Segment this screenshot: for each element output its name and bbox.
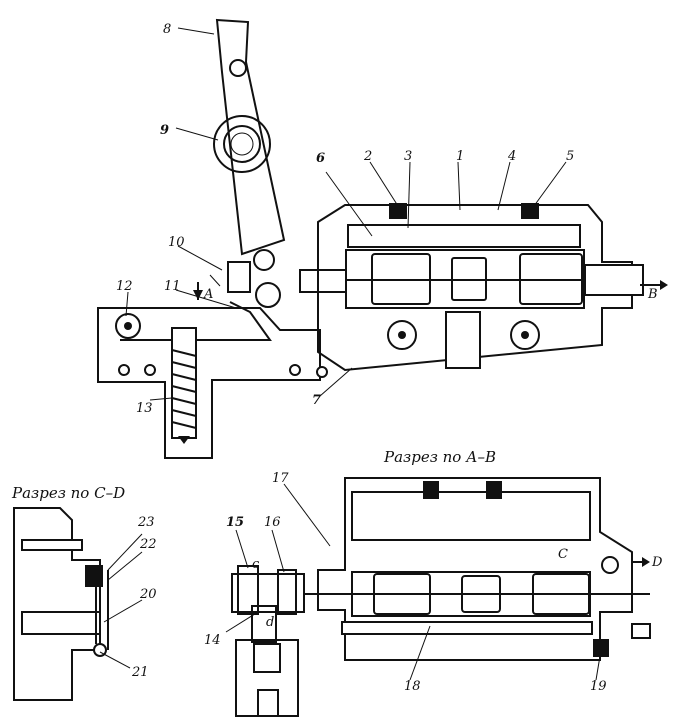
callout-15: 15 (226, 515, 244, 530)
section-markers: A B C D c d (203, 287, 663, 630)
lever-assembly (209, 18, 347, 308)
caption-section-cd: Разрез по С–D (11, 484, 125, 502)
marker-b: B (647, 287, 658, 302)
callout-8: 8 (163, 22, 171, 37)
callout-22: 22 (139, 537, 157, 552)
callout-7: 7 (312, 393, 321, 408)
callout-5: 5 (566, 149, 574, 164)
callout-17: 17 (272, 471, 289, 486)
leader-lines (99, 27, 601, 681)
callout-11: 11 (164, 279, 181, 294)
callout-18: 18 (404, 679, 421, 694)
valve-body-top (317, 203, 668, 372)
callout-1: 1 (456, 149, 464, 164)
callout-13: 13 (136, 401, 153, 416)
callout-21: 21 (131, 665, 149, 680)
callout-16: 16 (264, 515, 281, 530)
caption-section-ab: Разрез по А–В (383, 448, 496, 466)
section-ab-drawing (231, 477, 651, 717)
marker-d: D (651, 555, 663, 570)
marker-a: A (203, 287, 213, 302)
callout-23: 23 (137, 515, 155, 530)
callout-19: 19 (590, 679, 607, 694)
callout-12: 12 (116, 279, 133, 294)
callout-2: 2 (363, 149, 372, 164)
dim-d: d (266, 615, 274, 630)
callout-labels: 8 9 6 2 3 1 4 5 10 11 12 13 7 17 15 16 1… (116, 22, 607, 694)
section-cd-drawing (13, 507, 109, 701)
callout-9: 9 (160, 123, 169, 138)
callout-14: 14 (204, 633, 221, 648)
callout-4: 4 (507, 149, 516, 164)
callout-6: 6 (316, 151, 325, 166)
callout-3: 3 (404, 149, 412, 164)
callout-20: 20 (139, 587, 157, 602)
callout-10: 10 (168, 235, 185, 250)
marker-c: C (558, 547, 568, 562)
dim-c: c (252, 557, 260, 572)
bracket-assembly (97, 301, 328, 459)
